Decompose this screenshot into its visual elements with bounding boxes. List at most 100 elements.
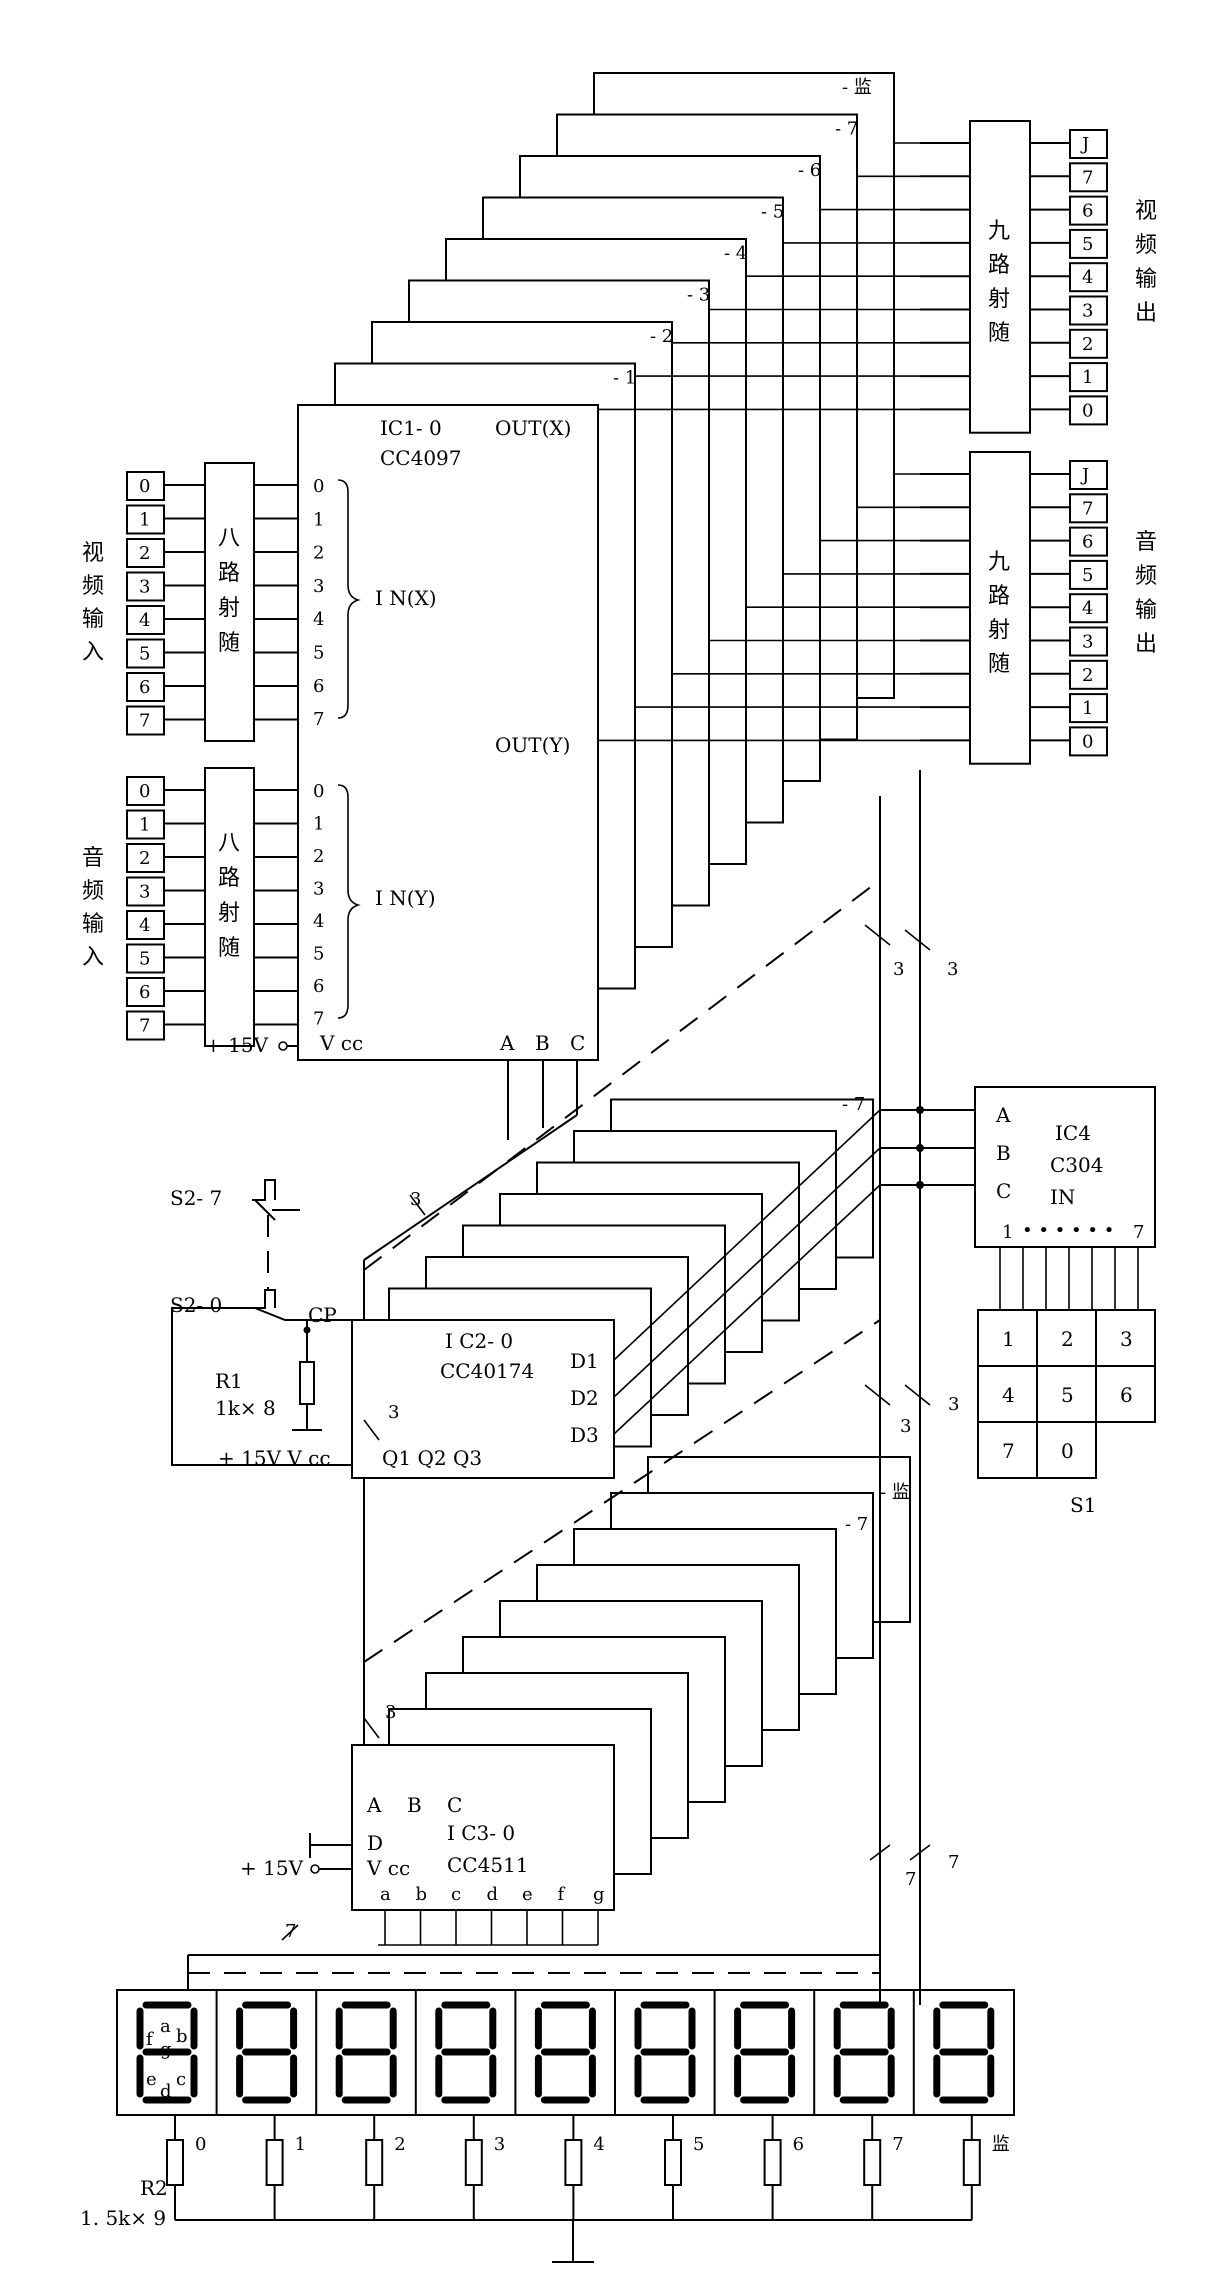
- segment-letter: b: [176, 2026, 188, 2047]
- ic1-vcc: V cc: [319, 1031, 363, 1055]
- ic3-out-label: c: [451, 1884, 461, 1905]
- input-port-label: 7: [139, 1016, 150, 1037]
- output-port: [1069, 162, 1108, 193]
- stack-label: - 2: [650, 326, 673, 347]
- ic2-cp: CP: [308, 1303, 337, 1327]
- output-port-label: 5: [1082, 234, 1093, 255]
- ic1-pin-y-label: 0: [313, 781, 324, 802]
- segment-letter: c: [176, 2069, 186, 2090]
- buffer-char: 随: [988, 321, 1010, 346]
- digit-label: 0: [195, 2134, 206, 2155]
- keypad-key-label: 0: [1061, 1439, 1074, 1463]
- r1-ref: R1: [215, 1369, 243, 1393]
- resistor-r1: [299, 1361, 315, 1405]
- output-port-label: J: [1080, 465, 1089, 486]
- ic3-out-label: b: [416, 1884, 428, 1905]
- output-port-label: 3: [1082, 632, 1093, 653]
- ic2-ref: I C2- 0: [445, 1329, 513, 1353]
- bus-count: 3: [900, 1416, 911, 1437]
- bus-count: 3: [947, 959, 958, 980]
- input-port-label: 7: [139, 711, 150, 732]
- ic2-body: [351, 1319, 615, 1479]
- output-port-label: 0: [1082, 731, 1093, 752]
- ic1-pin-b: B: [535, 1031, 550, 1055]
- section-title-char: 出: [1135, 632, 1157, 657]
- output-port: [1069, 228, 1108, 259]
- input-port-label: 2: [139, 543, 150, 564]
- stack-label: - 7: [842, 1094, 865, 1115]
- input-port-label: 6: [139, 677, 150, 698]
- buffer-char: 随: [218, 936, 240, 961]
- input-port: [126, 776, 165, 806]
- output-port-label: 4: [1082, 267, 1093, 288]
- emitter-follower-buffer: [969, 451, 1031, 765]
- output-port-label: 7: [1082, 498, 1093, 519]
- ic4-pin-c: C: [996, 1179, 1011, 1203]
- ic1-brace-x: [337, 479, 361, 719]
- junction-dot: [303, 1326, 311, 1334]
- output-port: [1069, 362, 1108, 393]
- ic1-pin-y-label: 4: [313, 911, 324, 932]
- segment-letter: d: [160, 2081, 172, 2102]
- keypad-key: [1095, 1309, 1156, 1367]
- ic4-pin-b: B: [996, 1141, 1011, 1165]
- digit-label: 1: [295, 2134, 306, 2155]
- input-port: [126, 843, 165, 873]
- ic1-brace-y: [337, 784, 361, 1019]
- input-port: [126, 705, 165, 736]
- section-title-char: 出: [1135, 301, 1157, 326]
- buffer-char: 射: [218, 596, 240, 621]
- stack-label: - 3: [687, 285, 710, 306]
- ic1-pin-a: A: [499, 1031, 515, 1055]
- keypad-key: [977, 1421, 1038, 1479]
- output-port-label: J: [1080, 134, 1089, 155]
- switch-s2-7: [252, 1179, 300, 1221]
- output-port-label: 2: [1082, 334, 1093, 355]
- output-port-label: 1: [1082, 367, 1093, 388]
- stack-label: - 监: [880, 1482, 910, 1503]
- ic3-ref: I C3- 0: [447, 1821, 515, 1845]
- output-port: [1069, 262, 1108, 293]
- section-title-char: 视: [82, 541, 104, 566]
- bus-count: 7: [905, 1869, 916, 1890]
- stack-label: - 7: [845, 1514, 868, 1535]
- input-port: [126, 943, 165, 974]
- digit-label: 3: [494, 2134, 505, 2155]
- ic1-pin-y-label: 7: [313, 1009, 324, 1030]
- buffer-char: 路: [218, 561, 240, 586]
- ic1-pin-x-label: 4: [313, 609, 324, 630]
- ic2-d3: D3: [570, 1423, 599, 1447]
- ic1-pin-y-label: 5: [313, 944, 324, 965]
- section-title-char: 频: [82, 879, 104, 904]
- ic1-pin-x-label: 5: [313, 643, 324, 664]
- resistor-array-r2: R21. 5k× 9: [80, 2115, 981, 2263]
- output-port-label: 6: [1082, 201, 1093, 222]
- ic3-out-label: d: [487, 1884, 499, 1905]
- stack-label: - 4: [724, 243, 747, 264]
- input-port: [126, 538, 165, 568]
- input-port: [126, 1010, 165, 1041]
- input-port: [126, 571, 165, 602]
- ic3-power-label: + 15V: [240, 1856, 304, 1880]
- input-port-label: 3: [139, 882, 150, 903]
- output-port: [1069, 328, 1108, 359]
- bus-count: 7: [285, 1921, 296, 1942]
- ic1-pin-x-label: 7: [313, 709, 324, 730]
- ic1-pin-y-label: 6: [313, 976, 324, 997]
- ic4-pin-a: A: [995, 1103, 1011, 1127]
- input-port: [126, 977, 165, 1007]
- ic3-pin-c: C: [447, 1793, 462, 1817]
- section-title-char: 输: [1135, 598, 1157, 623]
- keypad-key-label: 6: [1120, 1383, 1133, 1407]
- digit-label: 5: [693, 2134, 704, 2155]
- s2-0-label: S2- 0: [170, 1293, 222, 1317]
- ic1-pin-x-label: 2: [313, 543, 324, 564]
- segment-letter: g: [160, 2039, 172, 2060]
